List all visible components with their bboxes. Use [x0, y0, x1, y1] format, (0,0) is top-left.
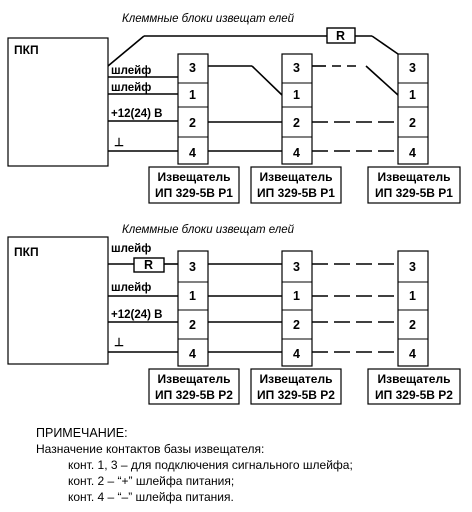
detector-label-line1: Извещатель: [158, 170, 231, 184]
terminal-label: 2: [409, 116, 416, 130]
terminal-label: 4: [189, 146, 196, 160]
bottom-link-wires-2-3: [312, 263, 398, 353]
bottom-ground-symbol: ⊥: [114, 337, 124, 349]
top-panel-box: [7, 37, 109, 167]
terminal-label: 2: [409, 318, 416, 332]
terminal-label: 1: [409, 289, 416, 303]
top-resistor-label: R: [336, 29, 345, 43]
terminal-label: 4: [409, 347, 416, 361]
top-ground-symbol: ⊥: [114, 137, 124, 149]
bottom-panel-wires: [108, 263, 178, 353]
terminal-label: 1: [293, 289, 300, 303]
bottom-terminal-block-3: 3 1 2 4: [397, 250, 429, 367]
top-panel-wires: [107, 35, 399, 152]
bottom-link-wires-1-2: [208, 263, 282, 353]
note-line: конт. 4 – “–” шлейфа питания.: [68, 490, 234, 504]
bottom-detector-2: Извещатель ИП 329-5В Р2: [250, 368, 342, 405]
terminal-label: 1: [409, 88, 416, 102]
note-line: конт. 2 – “+” шлейфа питания;: [68, 474, 234, 488]
top-resistor: [326, 27, 356, 44]
bottom-panel-box: [7, 236, 109, 365]
bottom-loop-label-1: шлейф: [111, 243, 151, 255]
top-terminal-block-3: 3 1 2 4: [397, 53, 429, 165]
note-line: Назначение контактов базы извещателя:: [36, 442, 264, 456]
bottom-panel-label: ПКП: [14, 245, 39, 259]
terminal-label: 3: [409, 260, 416, 274]
bottom-resistor: [133, 257, 165, 273]
detector-label-line2: ИП 329-5В Р1: [257, 186, 335, 200]
terminal-label: 4: [409, 146, 416, 160]
detector-label-line1: Извещатель: [260, 372, 333, 386]
terminal-label: 1: [293, 88, 300, 102]
detector-label-line1: Извещатель: [378, 170, 451, 184]
terminal-label: 2: [189, 318, 196, 332]
top-terminal-block-2: 3 1 2 4: [281, 53, 313, 165]
top-link-wires-1-2: [208, 65, 283, 152]
terminal-label: 3: [293, 61, 300, 75]
detector-label-line2: ИП 329-5В Р1: [155, 186, 233, 200]
top-power-label: +12(24) В: [111, 108, 162, 120]
terminal-label: 3: [189, 260, 196, 274]
terminal-label: 1: [189, 88, 196, 102]
top-link-wires-2-3: [312, 65, 399, 152]
bottom-detector-3: Извещатель ИП 329-5В Р2: [367, 368, 461, 405]
detector-label-line1: Извещатель: [378, 372, 451, 386]
detector-label-line1: Извещатель: [260, 170, 333, 184]
terminal-label: 4: [189, 347, 196, 361]
note-title: ПРИМЕЧАНИЕ:: [36, 426, 128, 440]
bottom-terminal-block-1: 3 1 2 4: [177, 250, 209, 367]
terminal-label: 3: [189, 61, 196, 75]
terminal-label: 4: [293, 146, 300, 160]
bottom-detector-1: Извещатель ИП 329-5В Р2: [148, 368, 240, 405]
bottom-power-label: +12(24) В: [111, 309, 162, 321]
top-caption: Клеммные блоки извещат елей: [122, 13, 295, 25]
terminal-label: 2: [293, 318, 300, 332]
terminal-label: 3: [409, 61, 416, 75]
terminal-label: 2: [189, 116, 196, 130]
terminal-label: 1: [189, 289, 196, 303]
detector-label-line2: ИП 329-5В Р2: [155, 388, 233, 402]
terminal-label: 4: [293, 347, 300, 361]
bottom-terminal-block-2: 3 1 2 4: [281, 250, 313, 367]
top-panel-label: ПКП: [14, 43, 39, 57]
top-diagram: Клеммные блоки извещат елей ПКП шлейф шл…: [7, 13, 461, 204]
bottom-caption: Клеммные блоки извещат елей: [122, 224, 295, 236]
bottom-resistor-label: R: [144, 258, 153, 272]
top-loop-label-2: шлейф: [111, 82, 151, 94]
top-loop-label-1: шлейф: [111, 65, 151, 77]
detector-label-line2: ИП 329-5В Р2: [375, 388, 453, 402]
detector-label-line1: Извещатель: [158, 372, 231, 386]
note: ПРИМЕЧАНИЕ: Назначение контактов базы из…: [36, 426, 353, 504]
top-detector-2: Извещатель ИП 329-5В Р1: [250, 166, 342, 204]
terminal-label: 3: [293, 260, 300, 274]
bottom-diagram: Клеммные блоки извещат елей ПКП шлейф шл…: [7, 224, 461, 405]
top-terminal-block-1: 3 1 2 4: [177, 53, 209, 165]
terminal-label: 2: [293, 116, 300, 130]
detector-label-line2: ИП 329-5В Р1: [375, 186, 453, 200]
top-detector-1: Извещатель ИП 329-5В Р1: [148, 166, 240, 204]
top-detector-3: Извещатель ИП 329-5В Р1: [367, 166, 461, 204]
detector-label-line2: ИП 329-5В Р2: [257, 388, 335, 402]
bottom-loop-label-2: шлейф: [111, 282, 151, 294]
note-line: конт. 1, 3 – для подключения сигнального…: [68, 458, 353, 472]
